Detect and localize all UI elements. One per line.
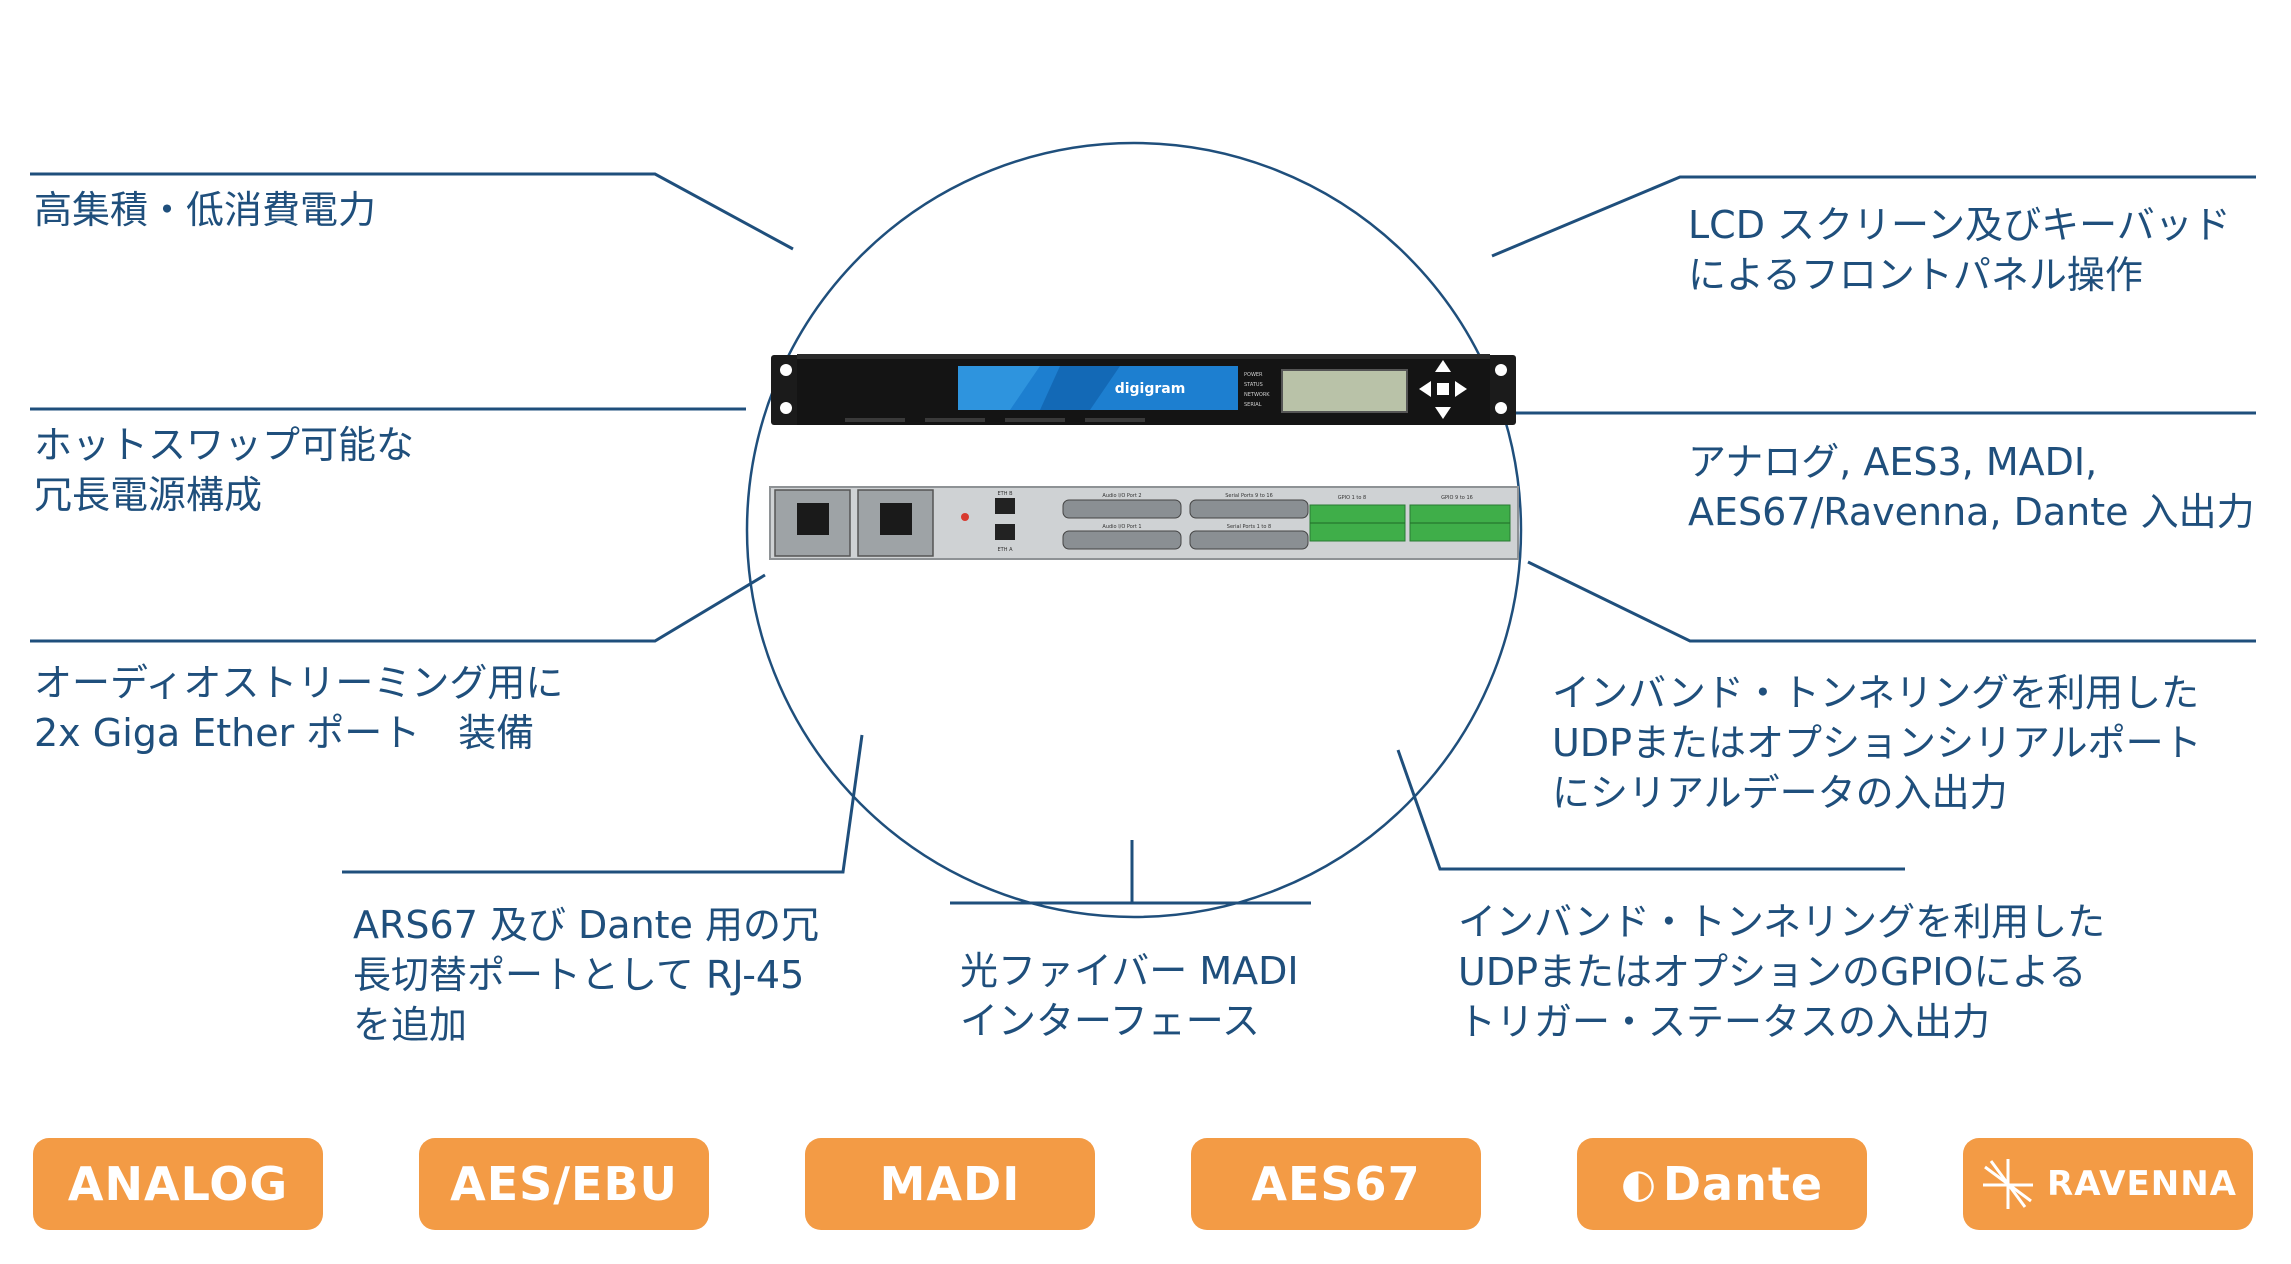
callout-lcd-line-1: LCD スクリーン及びキーバッド [1688, 203, 2231, 247]
key-right-icon [1455, 381, 1467, 397]
leader-rj45 [342, 734, 864, 874]
callout-gpio-line-2: UDPまたはオプションのGPIOによる [1458, 950, 2087, 994]
callout-io-line-2: AES67/Ravenna, Dante 入出力 [1688, 490, 2255, 534]
gpio-9-16-label: GPIO 9 to 16 [1441, 495, 1473, 501]
device-circle [745, 141, 1523, 919]
callout-density-line-1: 高集積・低消費電力 [34, 188, 377, 232]
key-up-icon [1435, 360, 1451, 372]
badge-ravenna: RAVENNA [1963, 1138, 2253, 1230]
badge-aes67-label: AES67 [1251, 1157, 1421, 1211]
indicator-network: NETWORK [1244, 392, 1270, 398]
status-indicators: POWER STATUS NETWORK SERIAL [1244, 372, 1270, 408]
callout-streaming: オーディオストリーミング用に 2x Giga Ether ポート 装備 [34, 658, 563, 758]
callout-hotswap-line-1: ホットスワップ可能な [34, 423, 415, 467]
serial-9-16-label: Serial Ports 9 to 16 [1225, 493, 1273, 499]
audio-port-1-label: Audio I/O Port 1 [1102, 524, 1141, 530]
leader-serial [1527, 560, 2256, 643]
dante-logo-icon: ◐ [1620, 1161, 1657, 1207]
badge-madi-label: MADI [879, 1157, 1021, 1211]
badge-dante: ◐ Dante [1577, 1138, 1867, 1230]
eth-a-port [995, 524, 1015, 540]
serial-port-1-8 [1189, 530, 1309, 550]
callout-io-line-1: アナログ, AES3, MADI, [1688, 440, 2098, 484]
callout-streaming-line-2: 2x Giga Ether ポート 装備 [34, 711, 535, 755]
callout-rj45-line-3: を追加 [353, 1003, 468, 1047]
psu-2 [857, 489, 934, 557]
key-enter-icon [1437, 383, 1449, 395]
callout-lcd: LCD スクリーン及びキーバッド によるフロントパネル操作 [1688, 200, 2231, 300]
audio-port-2 [1062, 499, 1182, 519]
badge-aes-ebu: AES/EBU [419, 1138, 709, 1230]
keypad [1419, 360, 1467, 419]
callout-gpio-line-1: インバンド・トンネリングを利用した [1458, 900, 2106, 944]
audio-port-2-label: Audio I/O Port 2 [1102, 493, 1141, 499]
callout-gpio: インバンド・トンネリングを利用した UDPまたはオプションのGPIOによる トリ… [1458, 897, 2105, 1047]
leader-density [30, 172, 794, 251]
callout-serial-line-3: にシリアルデータの入出力 [1552, 771, 2008, 815]
indicator-power: POWER [1244, 372, 1263, 378]
callout-lcd-line-2: によるフロントパネル操作 [1688, 253, 2143, 297]
callout-serial-line-1: インバンド・トンネリングを利用した [1552, 671, 2200, 715]
eth-a-label: ETH A [998, 547, 1014, 553]
callout-hotswap-line-2: 冗長電源構成 [34, 473, 263, 517]
callout-rj45-line-1: ARS67 及び Dante 用の冗 [353, 903, 820, 947]
gpio-1-8-label: GPIO 1 to 8 [1338, 495, 1366, 501]
callout-serial: インバンド・トンネリングを利用した UDPまたはオプションシリアルポート にシリ… [1552, 668, 2202, 818]
leader-gpio [1396, 749, 1905, 871]
serial-port-9-16 [1189, 499, 1309, 519]
badge-ravenna-label: RAVENNA [2047, 1164, 2237, 1204]
callout-rj45-line-2: 長切替ポートとして RJ-45 [353, 953, 805, 997]
badge-analog-label: ANALOG [67, 1157, 289, 1211]
callout-streaming-line-1: オーディオストリーミング用に [34, 661, 564, 705]
leader-streaming [30, 573, 766, 643]
indicator-status: STATUS [1244, 382, 1263, 388]
badge-aes-ebu-label: AES/EBU [450, 1157, 678, 1211]
badge-madi: MADI [805, 1138, 1095, 1230]
callout-rj45: ARS67 及び Dante 用の冗 長切替ポートとして RJ-45 を追加 [353, 900, 819, 1050]
key-down-icon [1435, 407, 1451, 419]
callout-io: アナログ, AES3, MADI, AES67/Ravenna, Dante 入… [1688, 437, 2255, 537]
callout-madi-fiber-line-2: インターフェース [960, 999, 1260, 1043]
indicator-serial: SERIAL [1244, 402, 1262, 408]
badge-dante-label: Dante [1662, 1157, 1824, 1211]
brand-text: digigram [1115, 381, 1186, 397]
eth-b-port [995, 498, 1015, 514]
lcd-screen [1281, 369, 1408, 413]
audio-port-1 [1062, 530, 1182, 550]
callout-serial-line-2: UDPまたはオプションシリアルポート [1552, 721, 2202, 765]
callout-madi-fiber: 光ファイバー MADI インターフェース [960, 946, 1299, 1046]
front-panel: digigram POWER STATUS NETWORK SERIAL [771, 354, 1516, 425]
eth-b-label: ETH B [998, 491, 1014, 497]
callout-madi-fiber-line-1: 光ファイバー MADI [960, 949, 1299, 993]
rear-panel: ETH B ETH A Audio I/O Port 2 Audio I/O P… [769, 486, 1519, 560]
ravenna-logo-icon [1983, 1159, 2034, 1209]
callout-hotswap: ホットスワップ可能な 冗長電源構成 [34, 420, 414, 520]
key-left-icon [1419, 381, 1431, 397]
leader-lcd [1491, 175, 2256, 258]
badge-aes67: AES67 [1191, 1138, 1481, 1230]
leader-lines [30, 172, 2256, 905]
serial-1-8-label: Serial Ports 1 to 8 [1227, 524, 1271, 530]
callout-gpio-line-3: トリガー・ステータスの入出力 [1458, 1000, 1991, 1044]
callout-density: 高集積・低消費電力 [34, 185, 376, 235]
badge-analog: ANALOG [33, 1138, 323, 1230]
